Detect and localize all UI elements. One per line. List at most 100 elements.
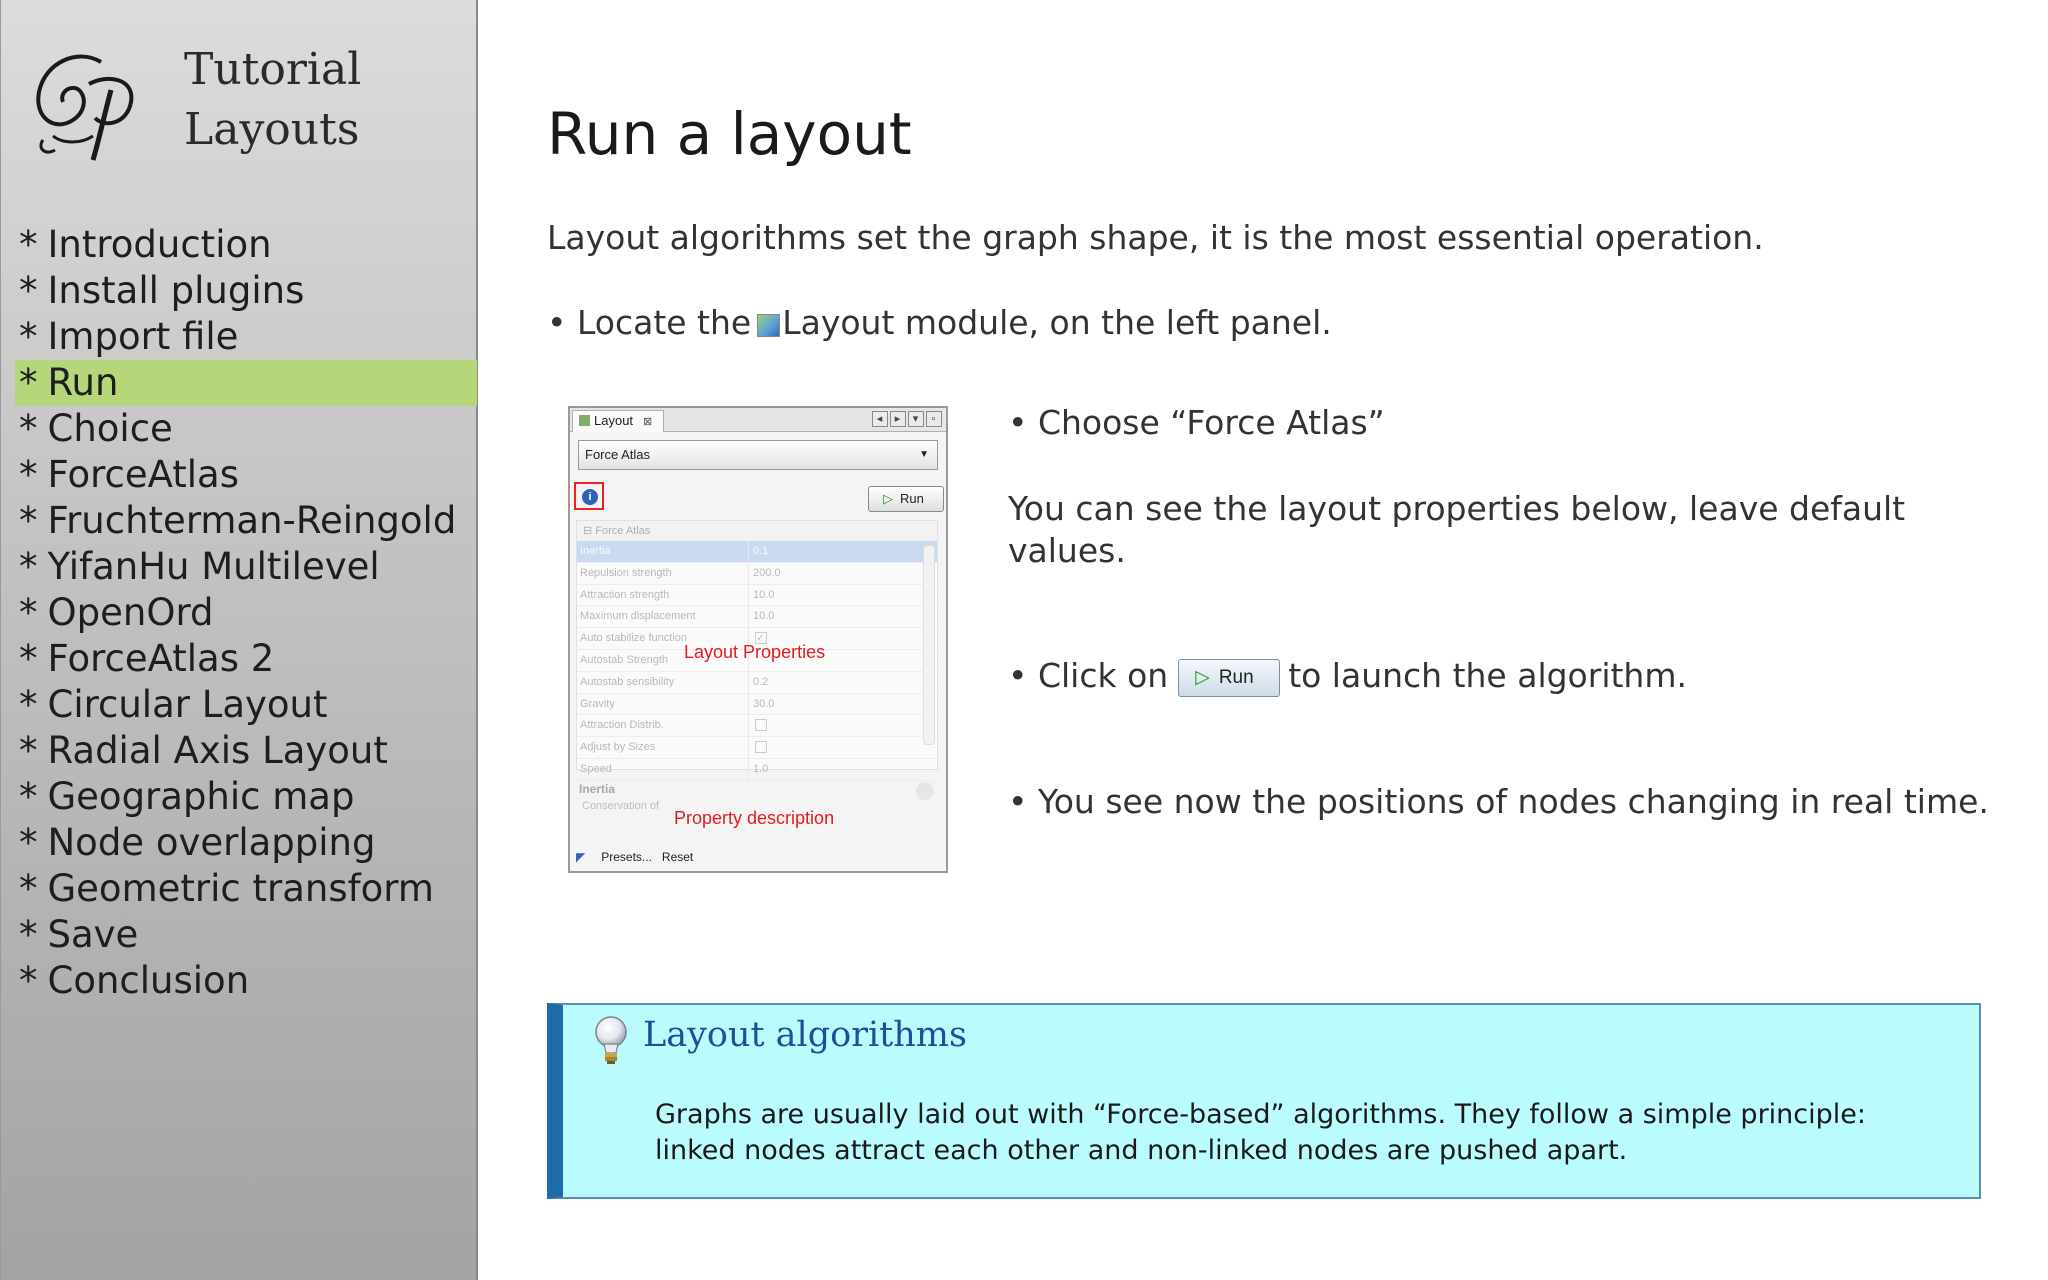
property-checkbox[interactable] [755,741,767,754]
property-row[interactable]: Autostab sensibility 0.2 [577,671,937,694]
property-value[interactable]: 200.0 [753,566,781,579]
property-value[interactable] [749,715,767,736]
sidebar-item-save[interactable]: *Save [1,912,477,958]
property-value[interactable]: 0.2 [753,675,769,688]
description-toggle[interactable] [916,782,934,800]
lightbulb-icon [595,1016,627,1064]
property-row[interactable]: Attraction Distrib. [577,715,937,738]
property-value[interactable]: 30.0 [753,697,775,710]
sidebar-item-node-overlapping[interactable]: *Node overlapping [1,820,477,866]
sidebar-item-label: Circular Layout [47,683,328,726]
sidebar-item-choice[interactable]: *Choice [1,406,477,452]
nav-bullet: * [19,407,38,450]
sidebar-item-radial-axis-layout[interactable]: *Radial Axis Layout [1,728,477,774]
sidebar-item-label: YifanHu Multilevel [47,545,380,588]
sidebar-item-label: Choice [47,407,173,450]
run-button-label: Run [1218,667,1254,688]
presets-button[interactable]: Presets... [601,850,652,864]
nav-bullet: * [19,959,38,1002]
property-value[interactable] [749,737,767,758]
bullet-locate-post: Layout module, on the left panel. [782,303,1332,342]
sidebar-item-label: ForceAtlas 2 [47,637,275,680]
sidebar-item-label: Install plugins [47,269,305,312]
property-checkbox[interactable] [755,719,767,732]
sidebar-item-run[interactable]: *Run [15,360,477,406]
run-button[interactable]: ▷Run [1178,659,1281,697]
property-name: Autostab Strength [577,649,749,671]
property-row[interactable]: Speed 1.0 [577,758,937,781]
nav-bullet: * [19,729,38,772]
property-row[interactable]: Gravity 30.0 [577,693,937,716]
annotation-property-description: Property description [674,808,835,828]
page-title: Run a layout [547,100,912,168]
sidebar-item-geometric-transform[interactable]: *Geometric transform [1,866,477,912]
scroll-right-icon[interactable]: ▸ [890,411,906,427]
dropdown-icon[interactable]: ▾ [908,411,924,427]
maximize-icon[interactable]: ▫ [926,411,942,427]
sidebar-item-forceatlas[interactable]: *ForceAtlas [1,452,477,498]
sidebar-item-label: OpenOrd [47,591,214,634]
sidebar: Tutorial Layouts *Introduction*Install p… [0,0,478,1280]
property-name: Auto stabilize function [577,628,749,649]
sidebar-item-forceatlas-2[interactable]: *ForceAtlas 2 [1,636,477,682]
sidebar-item-import-file[interactable]: *Import file [1,314,477,360]
property-name: Gravity [577,693,749,715]
property-row[interactable]: Autostab Strength [577,649,937,672]
sidebar-item-label: Fruchterman-Reingold [47,499,457,542]
property-value[interactable]: 0.1 [753,545,769,557]
layout-select[interactable]: Force Atlas ▼ [578,440,938,470]
scroll-left-icon[interactable]: ◂ [872,411,888,427]
layout-tab[interactable]: Layout ⊠ [572,410,664,432]
property-value[interactable]: ✓ [749,628,767,649]
sidebar-item-install-plugins[interactable]: *Install plugins [1,268,477,314]
info-button[interactable]: i [574,482,604,510]
sidebar-item-label: Radial Axis Layout [47,729,388,772]
sidebar-item-conclusion[interactable]: *Conclusion [1,958,477,1004]
gephi-logo [36,54,134,161]
property-description-area: Inertia Conservation of [576,778,938,844]
sidebar-item-openord[interactable]: *OpenOrd [1,590,477,636]
intro-text: Layout algorithms set the graph shape, i… [547,218,1764,257]
property-name: Attraction Distrib. [577,715,749,737]
info-box-text: Graphs are usually laid out with “Force-… [655,1099,1866,1166]
panel-footer: ◤Presets...Reset [576,850,693,864]
property-checkbox[interactable]: ✓ [755,632,767,645]
panel-run-label: Run [900,491,924,506]
property-scrollbar[interactable] [923,545,935,745]
layout-tab-label: Layout [594,413,634,428]
layout-tab-icon [579,415,590,426]
reset-button[interactable]: Reset [661,850,694,864]
sidebar-title-line2: Layouts [184,104,360,155]
property-row[interactable]: Adjust by Sizes [577,737,937,759]
property-value[interactable]: 10.0 [753,610,775,623]
property-name: Autostab sensibility [577,671,749,693]
nav-bullet: * [19,867,38,910]
sidebar-item-circular-layout[interactable]: *Circular Layout [1,682,477,728]
bullet-choose: • Choose “Force Atlas” [1008,403,1385,442]
bullet-positions: • You see now the positions of nodes cha… [1008,782,1989,821]
bullet-locate-pre: • Locate the [547,303,752,342]
property-row[interactable]: Auto stabilize function ✓ [577,628,937,650]
sidebar-item-geographic-map[interactable]: *Geographic map [1,774,477,820]
sidebar-item-yifanhu-multilevel[interactable]: *YifanHu Multilevel [1,544,477,590]
annotation-layout-properties: Layout Properties [684,642,826,662]
info-box: Layout algorithms Graphs are usually lai… [547,1003,1981,1199]
sidebar-nav: *Introduction*Install plugins*Import fil… [1,222,477,1004]
property-value[interactable]: 10.0 [753,588,775,601]
sidebar-item-label: Introduction [47,223,272,266]
sidebar-item-label: Save [47,913,139,956]
property-value[interactable]: 1.0 [753,762,769,775]
property-name: Speed [577,758,749,780]
sidebar-item-fruchterman-reingold[interactable]: *Fruchterman-Reingold [1,498,477,544]
chevron-down-icon: ▼ [919,449,929,460]
sidebar-item-introduction[interactable]: *Introduction [1,222,477,268]
panel-run-button[interactable]: ▷Run [868,486,944,512]
tab-close-icon[interactable]: ⊠ [643,416,653,428]
property-group-header[interactable]: ⊟ Force Atlas [577,521,937,541]
nav-bullet: * [19,775,38,818]
